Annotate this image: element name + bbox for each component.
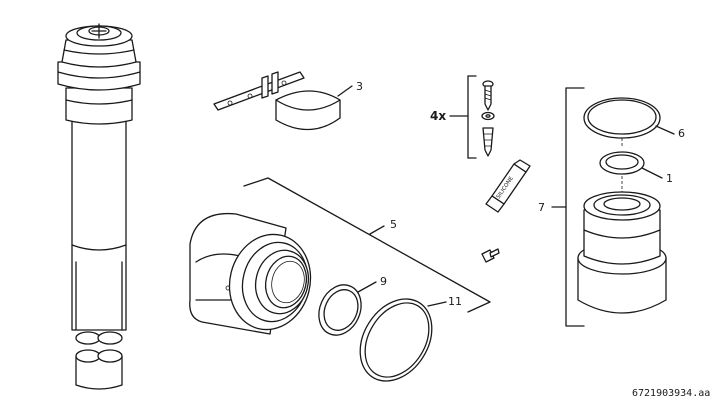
label-7: 7 bbox=[538, 201, 545, 214]
seal-ring-9 bbox=[318, 284, 362, 336]
label-1: 1 bbox=[666, 172, 673, 185]
small-screw-icon bbox=[481, 248, 500, 263]
wall-plug-icon bbox=[482, 127, 494, 157]
label-9: 9 bbox=[380, 275, 387, 288]
pipe-clamp-bracket: 3 bbox=[213, 71, 363, 131]
elbow-assembly: 5 9 11 bbox=[189, 177, 491, 382]
seal-ring-11 bbox=[359, 298, 433, 382]
adapter-assembly: 7 6 1 bbox=[538, 87, 685, 327]
vertical-flue-pipe bbox=[57, 23, 141, 390]
figure-reference: 6721903934.aa bbox=[632, 388, 710, 399]
label-6: 6 bbox=[678, 127, 685, 140]
washer-icon bbox=[481, 111, 495, 121]
label-11: 11 bbox=[448, 295, 462, 308]
seal-ring-1 bbox=[599, 151, 645, 175]
quantity-label: 4x bbox=[430, 109, 446, 123]
label-3: 3 bbox=[356, 80, 363, 93]
silicone-tube: SILICONE bbox=[485, 159, 531, 213]
label-5: 5 bbox=[390, 218, 397, 231]
screw-icon bbox=[482, 80, 494, 111]
fastener-set: 4x bbox=[430, 75, 495, 159]
gasket-6 bbox=[583, 97, 661, 139]
